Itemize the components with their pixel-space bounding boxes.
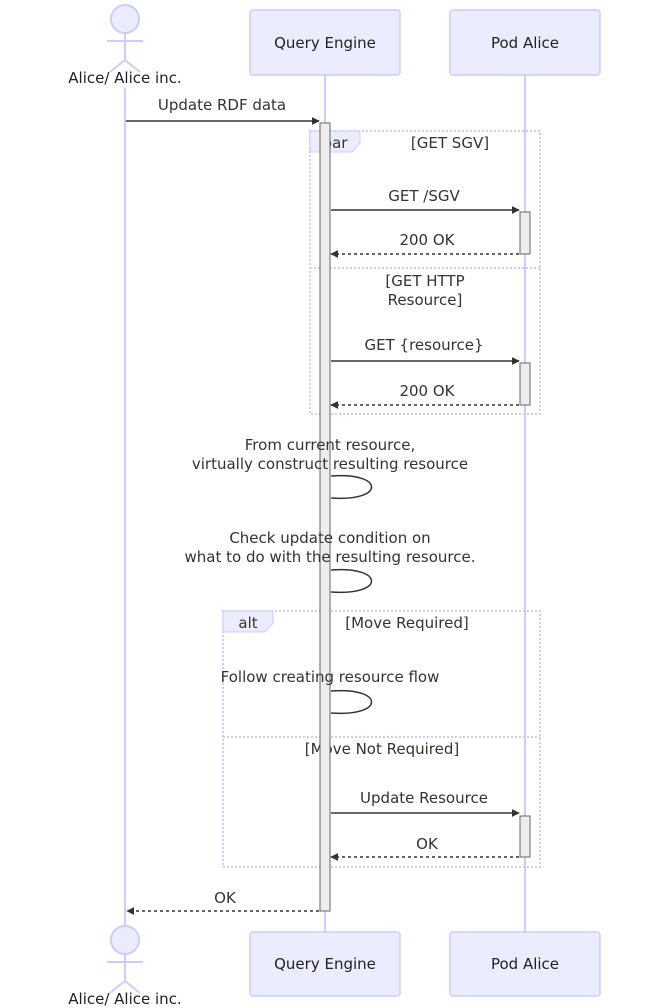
message-ok-sgv: 200 OK bbox=[330, 231, 519, 258]
actor-pod-alice-bottom: Pod Alice bbox=[449, 931, 601, 997]
actor-query-engine-bottom: Query Engine bbox=[249, 931, 401, 997]
self-loop-arrow bbox=[330, 474, 373, 500]
actor-stick-figure-icon bbox=[110, 925, 140, 955]
message-ok-update: OK bbox=[330, 835, 519, 861]
activation-pod-alice bbox=[519, 362, 531, 406]
message-label: OK bbox=[416, 835, 439, 853]
message-update-rdf: Update RDF data bbox=[126, 96, 320, 125]
message-label: OK bbox=[214, 889, 237, 907]
message-label: Update Resource bbox=[360, 789, 488, 807]
fragment-condition: [Move Not Required] bbox=[305, 740, 460, 758]
message-update-resource: Update Resource bbox=[331, 789, 520, 817]
activation-pod-alice bbox=[519, 815, 531, 858]
message-label: GET {resource} bbox=[365, 336, 484, 354]
actor-box bbox=[449, 931, 601, 997]
message-ok-final: OK bbox=[126, 889, 319, 915]
actor-query-engine-label: Query Engine bbox=[274, 34, 376, 52]
message-label: what to do with the resulting resource. bbox=[185, 548, 476, 566]
fragment-tag bbox=[222, 610, 274, 633]
message-get-resource: GET {resource} bbox=[331, 336, 520, 365]
actor-alice-label: Alice/ Alice inc. bbox=[68, 69, 181, 87]
fragment-alt: alt [Move Required] [Move Not Required] bbox=[222, 610, 541, 868]
activation-query-engine bbox=[319, 122, 331, 912]
actor-pod-alice-top: Pod Alice bbox=[449, 9, 601, 76]
message-ok-resource: 200 OK bbox=[330, 382, 519, 409]
message-label: Check update condition on bbox=[229, 529, 430, 547]
actor-box bbox=[449, 9, 601, 76]
fragment-condition: [GET SGV] bbox=[411, 134, 489, 152]
actor-query-engine-label: Query Engine bbox=[274, 955, 376, 973]
fragment-condition: [Move Required] bbox=[345, 614, 468, 632]
actor-box bbox=[249, 931, 401, 997]
fragment-par: par [GET SGV] [GET HTTP Resource] bbox=[309, 130, 541, 415]
fragment-condition: [GET HTTP bbox=[385, 272, 464, 290]
actor-stick-figure-icon bbox=[110, 4, 140, 34]
actor-pod-alice-label: Pod Alice bbox=[491, 34, 559, 52]
message-label: 200 OK bbox=[399, 382, 455, 400]
message-label: GET /SGV bbox=[388, 187, 460, 205]
fragment-frame bbox=[309, 130, 541, 415]
fragment-condition: Resource] bbox=[388, 291, 463, 309]
message-get-sgv: GET /SGV bbox=[331, 187, 520, 214]
actor-alice-top: Alice/ Alice inc. bbox=[68, 4, 182, 87]
self-message-check-condition: Check update condition on what to do wit… bbox=[185, 529, 476, 594]
fragment-frame bbox=[222, 610, 541, 868]
activation-pod-alice bbox=[519, 211, 531, 255]
actor-pod-alice-label: Pod Alice bbox=[491, 955, 559, 973]
self-message-follow-flow: Follow creating resource flow bbox=[221, 668, 440, 715]
message-label: From current resource, bbox=[245, 436, 415, 454]
message-label: Update RDF data bbox=[158, 96, 286, 114]
fragment-tag-label: alt bbox=[238, 614, 257, 632]
message-label: Follow creating resource flow bbox=[221, 668, 440, 686]
self-loop-arrow bbox=[330, 568, 373, 594]
actor-box bbox=[249, 9, 401, 76]
actor-alice-bottom: Alice/ Alice inc. bbox=[68, 925, 182, 1008]
self-loop-arrow bbox=[330, 689, 373, 715]
message-label: 200 OK bbox=[399, 231, 455, 249]
self-message-construct: From current resource, virtually constru… bbox=[192, 436, 468, 500]
message-label: virtually construct resulting resource bbox=[192, 455, 468, 473]
actor-alice-label: Alice/ Alice inc. bbox=[68, 990, 181, 1008]
actor-query-engine-top: Query Engine bbox=[249, 9, 401, 76]
